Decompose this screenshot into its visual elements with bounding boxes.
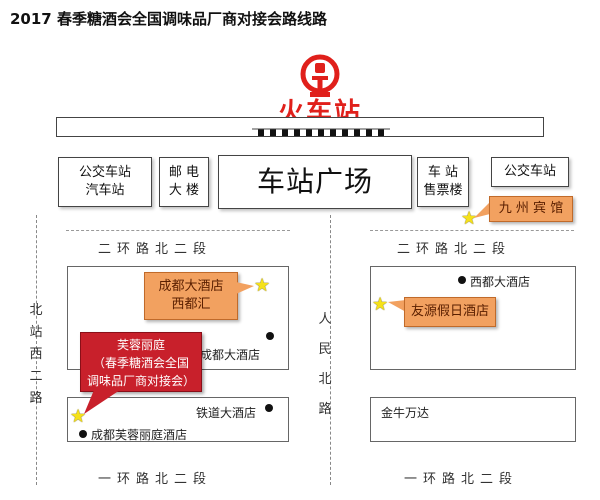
jiuzhou-callout-arrow	[474, 198, 574, 224]
road-char: 人	[318, 312, 332, 327]
jinniu-wanda-label: 金牛万达	[381, 406, 430, 420]
bus-station-right: 公交车站	[491, 157, 569, 187]
bus-station-left: 公交车站 汽车站	[58, 157, 152, 207]
railway-logo-icon	[298, 54, 342, 98]
ticket-office-line2: 售票楼	[423, 183, 463, 198]
page-title: 2017 春季糖酒会全国调味品厂商对接会路线路	[10, 10, 327, 28]
furong-hotel-label: 成都芙蓉丽庭酒店	[91, 428, 188, 442]
furong-callout: 芙蓉丽庭 （春季糖酒会全国 调味品厂商对接会）	[80, 332, 202, 392]
furong-callout-line2: （春季糖酒会全国	[92, 356, 189, 370]
location-dot-icon	[265, 404, 273, 412]
post-office: 邮 电 大 楼	[159, 157, 209, 207]
jiuzhou-hotel-callout: 九 州 宾 馆	[489, 196, 573, 222]
bus-station-left-line2: 汽车站	[85, 183, 125, 198]
post-office-line2: 大 楼	[168, 183, 200, 198]
road-north-ring-left: 二环路北二段	[98, 242, 213, 257]
chengdu-hotel-callout: 成都大酒店 西都汇	[144, 272, 238, 320]
road-char: 西	[29, 347, 43, 362]
station-square: 车站广场	[218, 155, 412, 209]
road-char: 北	[318, 372, 332, 387]
youyuan-star-icon: ★	[372, 294, 389, 315]
location-dot-icon	[266, 332, 274, 340]
road-edge-line	[370, 230, 574, 231]
location-dot-icon	[79, 430, 87, 438]
block-lower-right	[370, 397, 576, 442]
chengdu-hotel-label: 成都大酒店	[200, 348, 261, 362]
ticket-office: 车 站 售票楼	[417, 157, 469, 207]
railway-platform	[56, 117, 544, 137]
road-north-ring-right: 二环路北二段	[397, 242, 512, 257]
furong-star-icon: ★	[70, 406, 87, 427]
ticket-office-line1: 车 站	[427, 165, 459, 180]
chengdu-hotel-star-icon: ★	[254, 275, 271, 296]
xidu-hotel-label: 西都大酒店	[470, 275, 531, 289]
road-first-ring-right: 一环路北二段	[404, 472, 519, 487]
tielu-hotel-label: 铁道大酒店	[196, 406, 257, 420]
jiuzhou-star-icon: ★	[461, 208, 478, 229]
road-char: 民	[318, 342, 332, 357]
road-first-ring-left: 一环路北二段	[98, 472, 213, 487]
road-beizhan-xi-er: 北 站 西 二 路	[28, 300, 44, 410]
road-char: 二	[29, 369, 43, 384]
youyuan-hotel-callout: 友源假日酒店	[404, 297, 496, 327]
youyuan-callout-arrow	[386, 298, 406, 316]
road-char: 站	[29, 325, 43, 340]
chengdu-hotel-callout-line1: 成都大酒店	[158, 279, 224, 294]
furong-callout-arrow	[80, 390, 130, 416]
road-char: 路	[29, 391, 43, 406]
road-edge-line	[36, 215, 37, 485]
chengdu-hotel-callout-arrow	[236, 280, 256, 298]
location-dot-icon	[458, 276, 466, 284]
furong-callout-line3: 调味品厂商对接会）	[86, 374, 195, 388]
chengdu-hotel-callout-line2: 西都汇	[171, 297, 211, 312]
block-lower-left	[67, 397, 289, 442]
road-edge-line	[66, 230, 290, 231]
post-office-line1: 邮 电	[168, 165, 200, 180]
road-renmin-north: 人 民 北 路	[317, 305, 333, 425]
furong-callout-line1: 芙蓉丽庭	[116, 338, 165, 352]
bus-station-left-line1: 公交车站	[78, 165, 131, 180]
road-edge-line	[330, 215, 331, 485]
road-char: 路	[318, 402, 332, 417]
road-char: 北	[29, 303, 43, 318]
